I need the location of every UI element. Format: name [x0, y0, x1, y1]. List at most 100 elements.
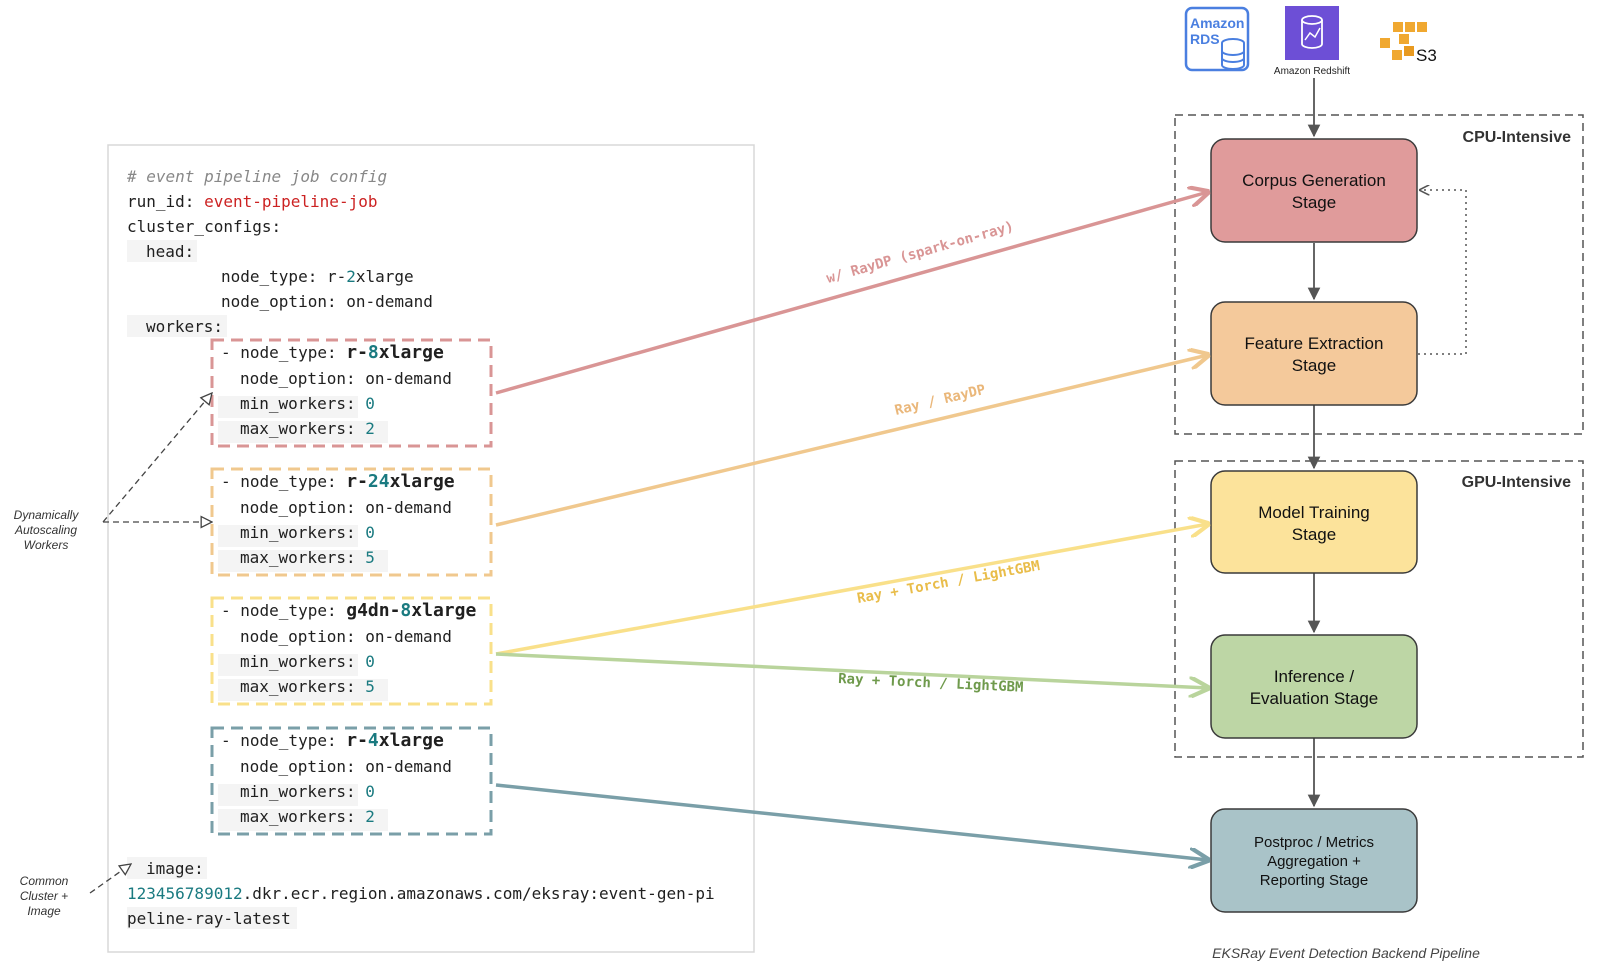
- worker-0-type-prefix: r-: [346, 342, 368, 363]
- cpu-intensive-label: CPU-Intensive: [1463, 129, 1572, 146]
- stage-postproc-reporting: Postproc / Metrics Aggregation + Reporti…: [1210, 808, 1418, 913]
- worker-0-max: 2: [365, 419, 375, 438]
- worker-group-0: - node_type: r-8xlarge node_option: on-d…: [210, 338, 493, 448]
- worker-2-min: 0: [365, 652, 375, 671]
- svg-text:Cluster +: Cluster +: [20, 889, 68, 903]
- worker-2-type-key: node_type:: [240, 601, 336, 620]
- edge-red: [495, 192, 1208, 395]
- svg-text:Stage: Stage: [1292, 193, 1336, 212]
- worker-3-type-key: node_type:: [240, 731, 336, 750]
- worker-1-type-key: node_type:: [240, 472, 336, 491]
- head-node-option-value: on-demand: [346, 292, 433, 311]
- cpu-intensive-region: [1174, 114, 1584, 435]
- image-key: image:: [146, 859, 204, 878]
- autoscaling-arrow-up: [102, 393, 212, 523]
- head-node-type-line: node_type: r-2xlarge: [221, 267, 414, 286]
- worker-box-1: [210, 467, 493, 577]
- run-id-key: run_id:: [127, 192, 194, 211]
- worker-3-min: 0: [365, 782, 375, 801]
- worker-1-type-line: - node_type: r-24xlarge: [221, 471, 455, 492]
- head-node-option-key: node_option:: [221, 292, 337, 311]
- svg-text:Dynamically: Dynamically: [14, 508, 80, 522]
- worker-1-option-line: node_option: on-demand: [240, 498, 452, 517]
- workers-key: workers:: [146, 317, 223, 336]
- worker-2-type-line: - node_type: g4dn-8xlarge: [221, 600, 476, 621]
- head-node-type-num: 2: [346, 267, 356, 286]
- worker-2-type-num: 8: [400, 600, 411, 621]
- diagram-caption: EKSRay Event Detection Backend Pipeline: [1212, 945, 1480, 961]
- worker-3-max-line: max_workers: 2: [240, 807, 375, 826]
- svg-text:Amazon: Amazon: [1190, 15, 1244, 31]
- worker-2-type-prefix: g4dn-: [346, 600, 400, 621]
- svg-text:Reporting Stage: Reporting Stage: [1260, 872, 1368, 889]
- worker-group-3: - node_type: r-4xlarge node_option: on-d…: [210, 726, 493, 836]
- worker-1-type-suffix: xlarge: [390, 471, 455, 492]
- svg-text:Model Training: Model Training: [1258, 503, 1370, 522]
- worker-0-option-line: node_option: on-demand: [240, 369, 452, 388]
- edge-teal: [495, 783, 1208, 860]
- worker-1-type-num: 24: [368, 471, 390, 492]
- gpu-intensive-label: GPU-Intensive: [1462, 474, 1571, 491]
- worker-1-min-line: min_workers: 0: [240, 523, 375, 542]
- edge-label-green: Ray + Torch / LightGBM: [838, 671, 1024, 696]
- s3-icon: S3: [1380, 22, 1437, 65]
- worker-2-option-line: node_option: on-demand: [240, 627, 452, 646]
- svg-text:RDS: RDS: [1190, 31, 1220, 47]
- worker-3-type-line: - node_type: r-4xlarge: [221, 730, 444, 751]
- svg-text:Corpus Generation: Corpus Generation: [1242, 171, 1386, 190]
- edge-label-orange: Ray / RayDP: [893, 382, 987, 419]
- worker-1-max-line: max_workers: 5: [240, 548, 375, 567]
- worker-2-min-line: min_workers: 0: [240, 652, 375, 671]
- run-id-value: event-pipeline-job: [204, 192, 377, 211]
- worker-2-max: 5: [365, 677, 375, 696]
- worker-0-min: 0: [365, 394, 375, 413]
- worker-1-min: 0: [365, 523, 375, 542]
- head-node-type-prefix: r-: [327, 267, 346, 286]
- worker-0-min-line: min_workers: 0: [240, 394, 375, 413]
- common-cluster-label: Common Cluster + Image: [20, 874, 69, 918]
- worker-0-type-line: - node_type: r-8xlarge: [221, 342, 444, 363]
- worker-3-option: on-demand: [365, 757, 452, 776]
- svg-text:Image: Image: [27, 904, 61, 918]
- config-code: # event pipeline job config run_id: even…: [126, 167, 433, 337]
- svg-text:Feature Extraction: Feature Extraction: [1245, 334, 1384, 353]
- worker-3-type-suffix: xlarge: [379, 730, 444, 751]
- worker-group-1: - node_type: r-24xlarge node_option: on-…: [210, 467, 493, 577]
- amazon-rds-icon: Amazon RDS: [1184, 6, 1250, 72]
- svg-text:Workers: Workers: [24, 538, 69, 552]
- worker-group-2: - node_type: g4dn-8xlarge node_option: o…: [210, 596, 493, 706]
- edge-green: [495, 652, 1208, 688]
- head-node-type-key: node_type:: [221, 267, 317, 286]
- svg-text:Aggregation +: Aggregation +: [1267, 853, 1361, 870]
- stage-model-training: Model Training Stage: [1210, 470, 1418, 574]
- svg-text:Autoscaling: Autoscaling: [14, 523, 77, 537]
- image-config: image: 123456789012.dkr.ecr.region.amazo…: [127, 857, 715, 929]
- worker-0-max-line: max_workers: 2: [240, 419, 375, 438]
- worker-2-max-line: max_workers: 5: [240, 677, 375, 696]
- image-line-1: 123456789012.dkr.ecr.region.amazonaws.co…: [127, 884, 715, 903]
- config-comment: # event pipeline job config: [126, 167, 387, 186]
- head-key: head:: [146, 242, 194, 261]
- cluster-configs-key: cluster_configs:: [127, 217, 281, 236]
- worker-3-type-num: 4: [368, 730, 379, 751]
- svg-text:Amazon Redshift: Amazon Redshift: [1274, 66, 1350, 77]
- worker-1-max: 5: [365, 548, 375, 567]
- stage-feature-extraction: Feature Extraction Stage: [1210, 301, 1418, 406]
- worker-1-type-prefix: r-: [346, 471, 368, 492]
- worker-0-option: on-demand: [365, 369, 452, 388]
- svg-text:S3: S3: [1416, 46, 1437, 65]
- worker-3-type-prefix: r-: [346, 730, 368, 751]
- worker-0-type-num: 8: [368, 342, 379, 363]
- amazon-redshift-icon: Amazon Redshift: [1274, 6, 1350, 77]
- feature-loop-arrow: [1418, 190, 1467, 355]
- worker-3-max: 2: [365, 807, 375, 826]
- head-node-option-line: node_option: on-demand: [221, 292, 433, 311]
- head-node-type-suffix: xlarge: [356, 267, 414, 286]
- worker-2-option: on-demand: [365, 627, 452, 646]
- svg-text:Postproc / Metrics: Postproc / Metrics: [1254, 834, 1374, 851]
- svg-text:Inference /: Inference /: [1274, 667, 1355, 686]
- worker-2-type-suffix: xlarge: [411, 600, 476, 621]
- image-line-2: peline-ray-latest: [127, 909, 291, 928]
- worker-box-0: [210, 338, 493, 448]
